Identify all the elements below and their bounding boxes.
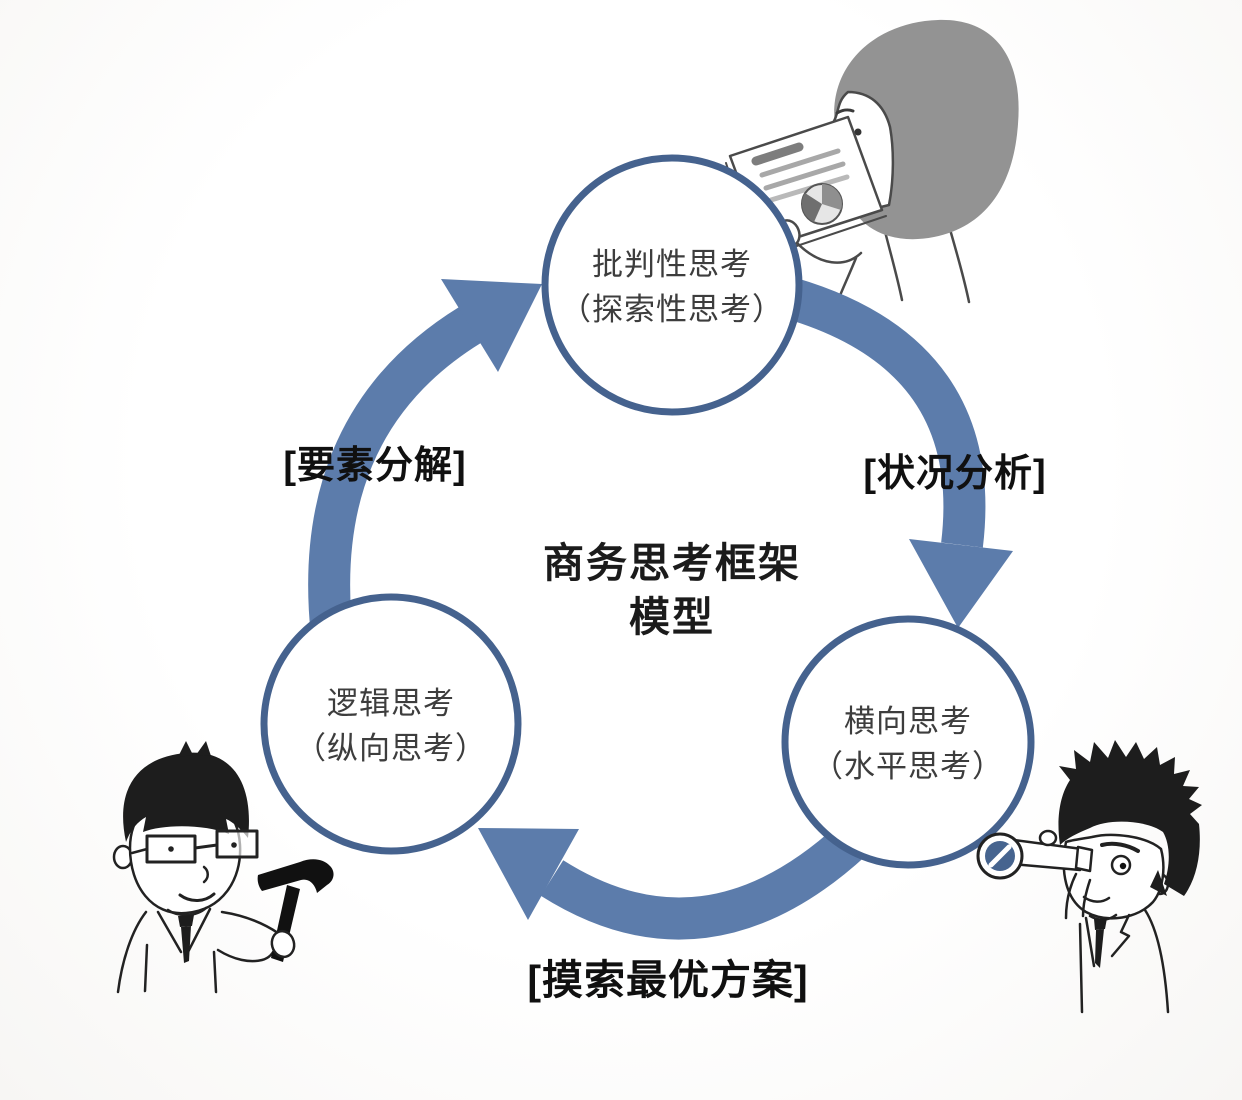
diagram-title-line2: 模型 bbox=[629, 594, 715, 641]
reader-eye bbox=[854, 128, 862, 136]
arrowhead-up-right bbox=[441, 279, 542, 372]
arrow-right-to-left bbox=[478, 824, 867, 940]
node-critical-line1: 批判性思考 bbox=[592, 247, 752, 282]
hammer-person-glasses-right bbox=[215, 829, 259, 859]
diagram-title: 商务思考框架 模型 bbox=[472, 536, 872, 644]
telescope-knob bbox=[1038, 829, 1058, 847]
edge-label-situation-analysis: [状况分析] bbox=[863, 453, 1047, 495]
node-label-logical-thinking: 逻辑思考 （纵向思考） bbox=[231, 682, 551, 772]
node-circle-lateral-thinking bbox=[781, 615, 1035, 869]
telescope-person-hair bbox=[1058, 740, 1202, 896]
node-critical-line2: （探索性思考） bbox=[560, 291, 784, 327]
arrowhead-up-left bbox=[478, 828, 579, 920]
node-label-critical-thinking: 批判性思考 （探索性思考） bbox=[512, 243, 832, 333]
edge-label-explore-optimal-solution: [摸索最优方案] bbox=[527, 957, 809, 1003]
node-lateral-line2: （水平思考） bbox=[812, 748, 1004, 784]
node-circle-logical-thinking bbox=[260, 593, 522, 855]
person-holding-hammer-illustration bbox=[112, 741, 334, 994]
hammer-person-tie bbox=[178, 915, 194, 927]
hammer-person-hair bbox=[123, 752, 249, 842]
arrow-top-to-right bbox=[784, 277, 1013, 628]
node-logical-line1: 逻辑思考 bbox=[327, 686, 455, 721]
node-circles bbox=[260, 154, 1035, 869]
node-logical-line2: （纵向思考） bbox=[295, 730, 487, 766]
person-looking-through-telescope-illustration bbox=[976, 740, 1202, 1014]
hammer bbox=[257, 859, 334, 893]
node-lateral-line1: 横向思考 bbox=[844, 704, 972, 739]
node-circle-critical-thinking bbox=[541, 154, 803, 416]
hammer-person-hand bbox=[270, 929, 296, 959]
diagram-title-line1: 商务思考框架 bbox=[543, 540, 801, 586]
arrow-left-to-top bbox=[308, 279, 542, 655]
arrowhead-down bbox=[909, 539, 1013, 628]
node-label-lateral-thinking: 横向思考 （水平思考） bbox=[748, 700, 1068, 790]
telescope-person-tie bbox=[1094, 918, 1107, 930]
cycle-arrows bbox=[308, 277, 1013, 940]
edge-label-element-decomposition: [要素分解] bbox=[283, 445, 467, 487]
